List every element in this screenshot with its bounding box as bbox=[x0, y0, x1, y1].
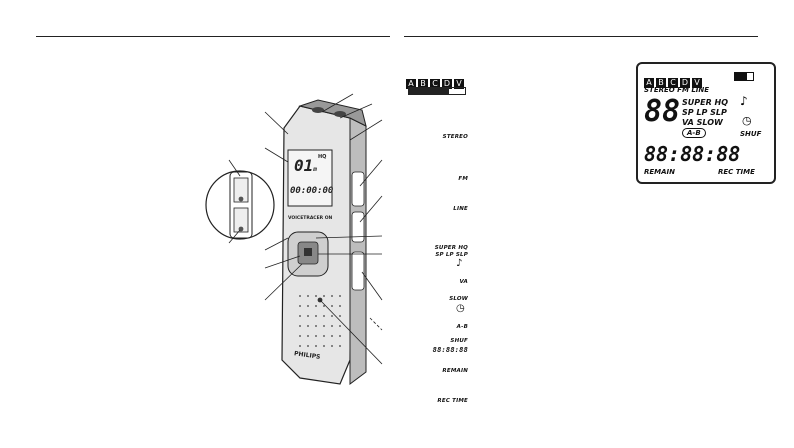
usb-port-bottom bbox=[233, 207, 249, 233]
lcd-remain-label: REMAIN bbox=[644, 168, 676, 176]
device-screen-time: 00:00:00 bbox=[290, 186, 334, 196]
legend-va: VA bbox=[459, 279, 468, 285]
lcd-time-digits: 88:88:88 bbox=[644, 142, 741, 166]
side-button-2 bbox=[351, 211, 365, 243]
usb-port-outline bbox=[229, 171, 253, 239]
legend-remain: REMAIN bbox=[442, 368, 468, 374]
device-screen bbox=[287, 149, 333, 207]
lcd-bell-icon: ♪ bbox=[740, 94, 748, 108]
legend-time-digits: 88:88:88 bbox=[432, 346, 468, 354]
device-screen-hq: HQ bbox=[318, 154, 327, 160]
lcd-battery-icon bbox=[734, 72, 754, 81]
clock-icon: ◷ bbox=[456, 303, 465, 314]
header-rule-left bbox=[36, 36, 390, 37]
device-model-strip: VOICETRACER ON bbox=[288, 216, 333, 221]
side-button-1 bbox=[351, 171, 365, 207]
lcd-ab-label: A-B bbox=[682, 128, 706, 138]
speaker-grill bbox=[299, 295, 341, 347]
lcd-clock-icon: ◷ bbox=[742, 114, 752, 127]
legend-quality-modes: SP LP SLP bbox=[435, 252, 468, 258]
lcd-shuf-label: SHUF bbox=[740, 130, 762, 138]
usb-zoom-circle bbox=[205, 170, 275, 240]
lcd-rectime-label: REC TIME bbox=[718, 168, 755, 176]
usb-port-top bbox=[233, 177, 249, 203]
control-pad-center bbox=[304, 248, 312, 256]
microphone-right bbox=[334, 111, 346, 117]
bell-icon: ♪ bbox=[456, 258, 463, 269]
callout-lines bbox=[228, 93, 383, 365]
legend-stereo: STEREO bbox=[442, 134, 468, 140]
lcd-big-digits: 88 bbox=[644, 94, 681, 129]
device-screen-digits: 01m bbox=[294, 156, 317, 175]
legend-ab: A-B bbox=[456, 324, 468, 330]
side-button-3 bbox=[351, 251, 365, 291]
device-side bbox=[349, 117, 367, 385]
lcd-source-row: STEREO FM LINE bbox=[644, 86, 710, 94]
usb-screw-top bbox=[238, 196, 244, 202]
microphone-left bbox=[312, 107, 324, 113]
legend-shuf: SHUF bbox=[450, 338, 468, 344]
lcd-quality-row3: VA SLOW bbox=[682, 118, 723, 127]
legend-line: LINE bbox=[453, 206, 468, 212]
battery-icon bbox=[408, 87, 466, 95]
header-rule-right bbox=[404, 36, 758, 37]
lcd-quality-row2: SP LP SLP bbox=[682, 108, 727, 117]
lcd-quality-row1: SUPER HQ bbox=[682, 98, 729, 107]
legend-slow: SLOW bbox=[449, 296, 468, 302]
legend-quality-super: SUPER HQ bbox=[434, 245, 468, 251]
legend-fm: FM bbox=[458, 176, 468, 182]
legend-rec-time: REC TIME bbox=[437, 398, 468, 404]
